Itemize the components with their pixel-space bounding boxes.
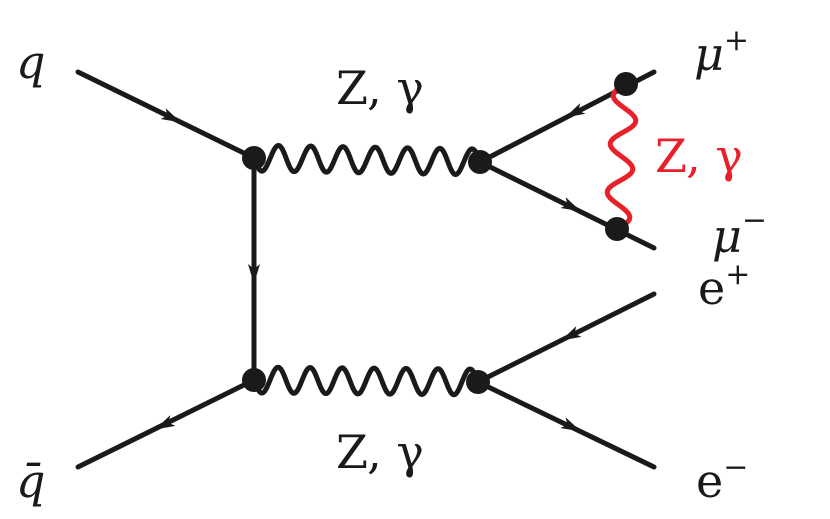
arrow-antiquark	[155, 379, 255, 430]
label-e-minus: e−	[696, 450, 748, 508]
e-minus-line	[475, 379, 657, 470]
boson-loop-wavy-line	[604, 81, 639, 232]
label-e-plus: e+	[698, 257, 750, 315]
vertex-top-left	[242, 146, 266, 170]
antiquark-line	[75, 377, 257, 470]
boson-bottom-wavy-line	[251, 364, 481, 398]
fermion-lines	[75, 69, 657, 470]
vertex-bottom-right	[466, 370, 490, 394]
arrow-e-plus	[561, 293, 655, 341]
boson-top-wavy-line	[251, 142, 483, 178]
label-boson-bottom: Z, γ	[336, 425, 424, 479]
vertices	[242, 72, 638, 394]
label-q: q	[16, 35, 45, 89]
label-mu-plus: μ+	[694, 23, 749, 81]
label-boson-loop: Z, γ	[655, 129, 743, 183]
fermion-arrows	[77, 71, 655, 432]
arrow-mu-minus	[479, 161, 581, 212]
arrow-quark	[77, 71, 181, 123]
label-mu-minus: μ−	[712, 203, 767, 263]
label-boson-top: Z, γ	[336, 61, 424, 115]
vertex-bottom-left	[242, 368, 266, 392]
vertex-mu-minus-loop	[605, 217, 629, 241]
vertex-top-right	[468, 150, 492, 174]
vertex-mu-plus-loop	[614, 72, 638, 96]
label-qbar: q̄	[16, 454, 45, 508]
arrow-e-minus	[477, 381, 582, 432]
